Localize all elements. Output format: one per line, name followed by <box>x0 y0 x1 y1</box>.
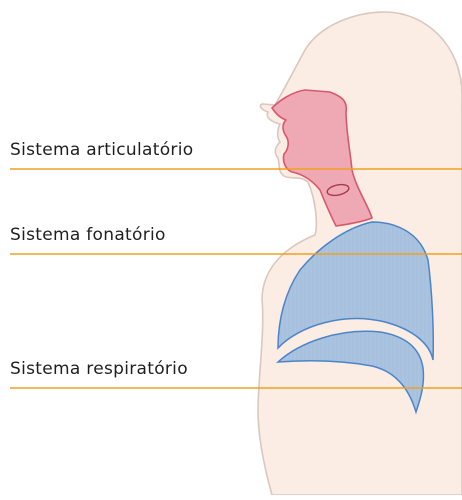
label-phonatory-system: Sistema fonatório <box>10 225 166 245</box>
label-articulatory-system: Sistema articulatório <box>10 140 193 160</box>
label-respiratory-system: Sistema respiratório <box>10 359 188 379</box>
